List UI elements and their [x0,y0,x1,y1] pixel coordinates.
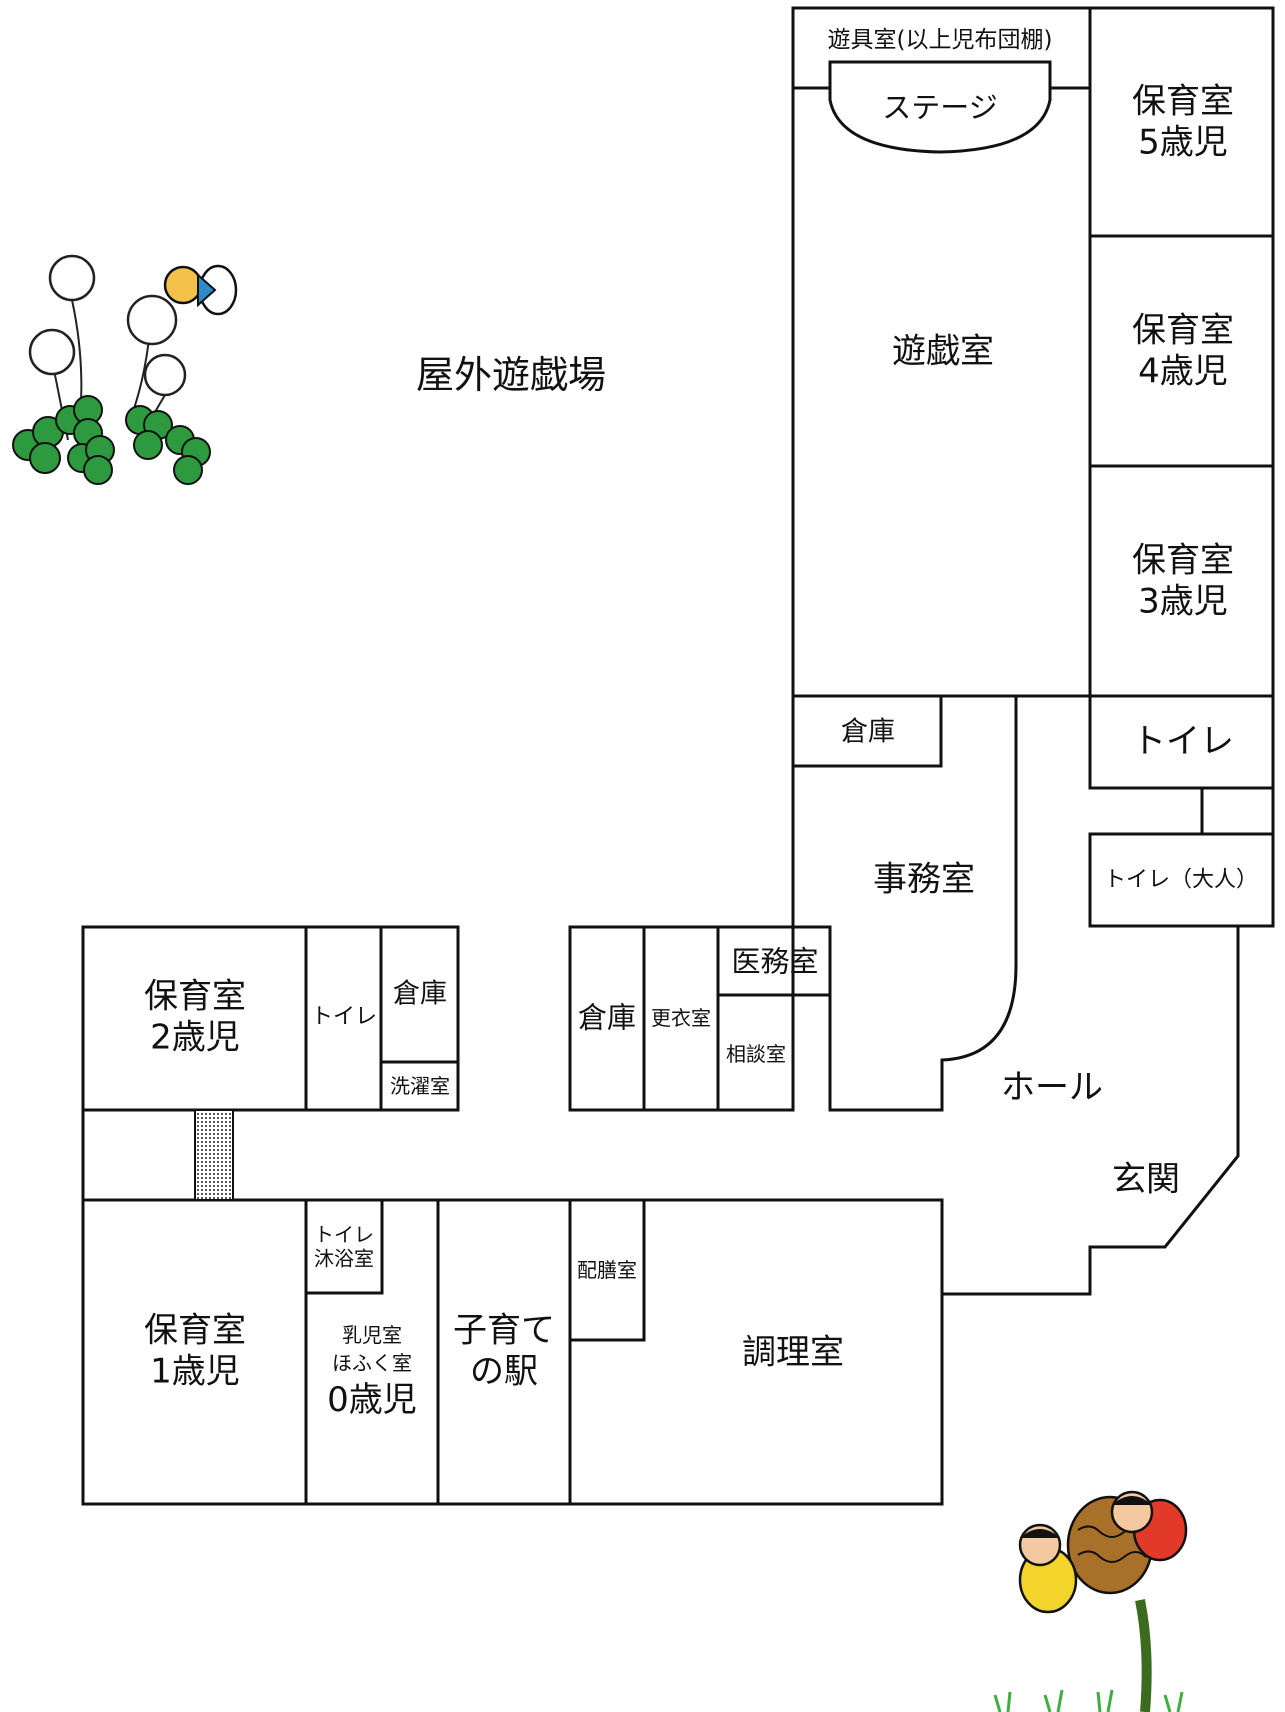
laundry-room-label: 洗濯室 [390,1073,450,1098]
consultation-room-label: 相談室 [726,1041,786,1066]
adult-toilet-label: トイレ（大人） [1103,867,1259,893]
room-3yo-name: 保育室 [1132,540,1234,581]
room-1yo-label: 保育室 1歳児 [144,1311,246,1394]
stage-outline [828,60,1052,154]
toilet-bath-toilet: トイレ [314,1222,374,1247]
room2-block-outline [81,925,460,1112]
kosodate-line2: の駅 [470,1352,538,1392]
office-label: 事務室 [873,859,975,900]
room-5yo-label: 保育室 5歳児 [1132,82,1234,165]
outdoor-playground-label: 屋外遊戯場 [415,352,607,397]
kosodate-line1: 子育て [453,1310,555,1351]
serving-room-outline [568,1198,646,1342]
locker-room-label: 更衣室 [651,1005,711,1030]
storage-office-label: 倉庫 [841,716,895,748]
walls [81,6,1275,1506]
office-wall [940,694,1018,1112]
medical-room-outline [716,925,832,997]
kosodate-station-label: 子育て の駅 [453,1311,555,1394]
storage-office-outline [791,694,943,768]
kitchen-label: 調理室 [742,1332,844,1373]
room-5yo-name: 保育室 [1132,81,1234,122]
room-1yo-name: 保育室 [144,1310,246,1351]
toilet-upper-label: トイレ [1132,721,1234,762]
hall-label: ホール [1001,1067,1103,1108]
serving-room-label: 配膳室 [577,1257,637,1282]
room-4yo-age: 4歳児 [1138,352,1228,392]
crawling-room-name: ほふく室 [331,1351,412,1376]
entrance-wall [940,924,1240,1296]
room-3yo-age: 3歳児 [1138,582,1228,622]
room-4yo-label: 保育室 4歳児 [1132,311,1234,394]
room-2yo-label: 保育室 2歳児 [144,977,246,1060]
storage-room2-label: 倉庫 [393,978,447,1010]
infant-room-age: 0歳児 [327,1379,417,1420]
ladybug-illustration [993,1490,1188,1712]
infant-room-label: 乳児室 ほふく室 0歳児 [327,1323,417,1421]
room-2yo-age: 2歳児 [150,1018,240,1058]
dotted-passage [194,1109,234,1201]
clover-bee-illustration [12,254,238,485]
toilet-bath-bath: 沐浴室 [314,1247,374,1271]
room-5yo-age: 5歳児 [1138,123,1228,163]
room-1yo-age: 1歳児 [150,1352,240,1392]
stage-label: ステージ [882,90,998,125]
adult-toilet-outline [1088,832,1275,928]
storage-mid-label: 倉庫 [577,1000,637,1035]
infant-room-name: 乳児室 [341,1322,402,1347]
toy-room-label: 遊具室(以上児布団棚) [827,26,1053,53]
playroom-label: 遊戯室 [892,331,994,372]
room-2yo-name: 保育室 [144,976,246,1017]
entrance-label: 玄関 [1112,1159,1180,1200]
upper-wing-outline [791,6,1275,698]
room-4yo-name: 保育室 [1132,310,1234,351]
toilet-room2-label: トイレ [310,1004,378,1030]
toilet-bath-outline [304,1198,384,1295]
room-3yo-label: 保育室 3歳児 [1132,541,1234,624]
south-block-outline [81,1198,944,1506]
toilet-bath-label: トイレ 沐浴室 [314,1223,374,1272]
medical-room-label: 医務室 [731,944,819,979]
